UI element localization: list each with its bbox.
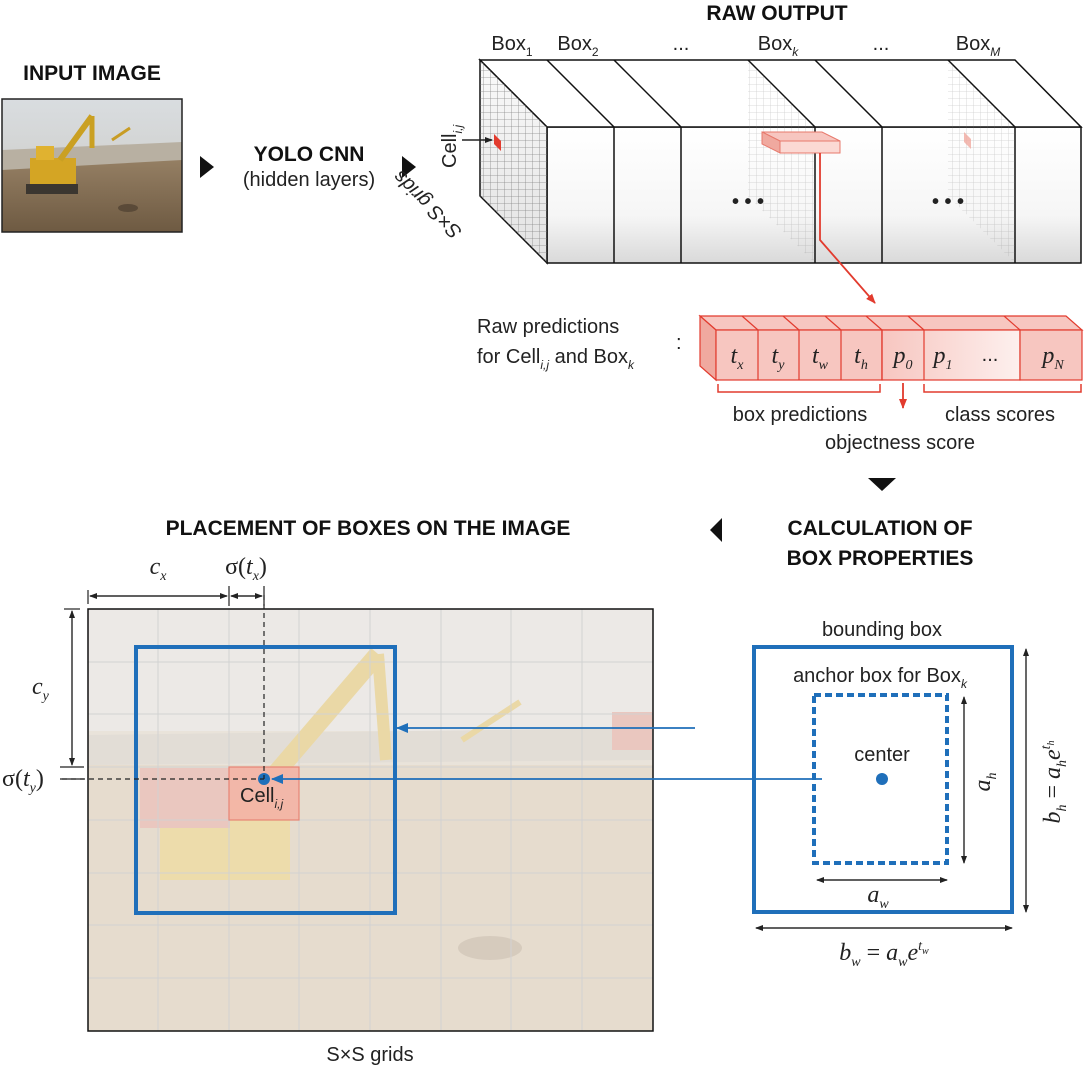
pred-tx: tx [731,343,745,373]
ellipsis-dots-2: • • • [932,191,964,213]
cell-ij-label: Celli,j [439,125,465,168]
flow-arrow-down [868,478,896,491]
sigma-tx-label: σ(tx) [225,554,267,584]
pred-p1: p1 [932,343,953,373]
box-label-1: Box1 [491,33,532,59]
predictions-colon: : [676,332,682,354]
placement-heading: PLACEMENT OF BOXES ON THE IMAGE [166,517,571,540]
pred-p0: p0 [892,343,913,373]
cx-label: cx [150,554,168,584]
bottom-grid-label: S×S grids [326,1044,413,1066]
hidden-layers-label: (hidden layers) [243,169,375,191]
box-k-predictions-highlight [761,131,841,154]
box-label-m: BoxM [956,33,1000,59]
center-label: center [854,744,910,766]
box-predictions-brace [717,384,881,393]
objectness-score-label: objectness score [825,432,975,454]
raw-predictions-label: Raw predictions [477,316,619,338]
box-label-k: Boxk [758,33,799,59]
class-scores-label: class scores [945,404,1055,426]
ah-label: ah [970,773,1000,792]
ellipsis-dots-1: • • • [732,191,764,213]
anchor-box-label: anchor box for Boxk [793,665,968,691]
flow-arrow-left [710,518,722,542]
input-image [1,98,183,233]
prediction-strip [698,314,1084,382]
aw-label: aw [867,882,889,912]
box-label-ellipsis-1: ... [673,33,690,55]
calc-heading-line2: BOX PROPERTIES [787,547,974,570]
flow-arrow-1 [200,156,214,178]
top-grid-label: S×S grids [389,166,466,243]
sigma-ty-label: σ(ty) [2,766,44,796]
bounding-box-label: bounding box [822,619,942,641]
raw-predictions-label-2: for Celli,j and Boxk [477,346,635,372]
flow-arrow-2 [402,156,416,178]
yolo-cnn-heading: YOLO CNN [254,143,365,166]
bw-formula: bw = awetw [839,939,929,970]
box-label-ellipsis-2: ... [873,33,890,55]
cell-highlight [494,134,501,151]
box-label-2: Box2 [557,33,598,59]
placement-cell-label: Celli,j [240,785,283,811]
cy-dimension [60,608,84,780]
red-arrow-to-predictions [819,153,876,304]
box-predictions-label: box predictions [733,404,868,426]
raw-output-heading: RAW OUTPUT [706,2,847,25]
calc-center-dot [876,773,888,785]
prediction-cell-labels: tx ty tw th p0 p1 ... pN [731,343,1065,373]
pred-ellipsis: ... [982,344,999,366]
placement-image [87,608,654,1032]
cx-dimension [87,586,265,606]
calc-heading-line1: CALCULATION OF [787,517,972,540]
pred-th: th [854,343,868,373]
pred-ty: ty [772,343,786,373]
placed-bounding-box [134,645,397,915]
pred-tw: tw [812,343,829,373]
pred-pn: pN [1040,343,1064,373]
raw-output-tensor [478,58,1083,265]
class-scores-brace [923,384,1082,393]
cy-label: cy [32,674,50,704]
bh-formula: bh = aheth [1039,740,1070,823]
input-image-heading: INPUT IMAGE [23,62,161,85]
box-labels: Box1 Box2 ... Boxk ... BoxM [491,33,1000,59]
